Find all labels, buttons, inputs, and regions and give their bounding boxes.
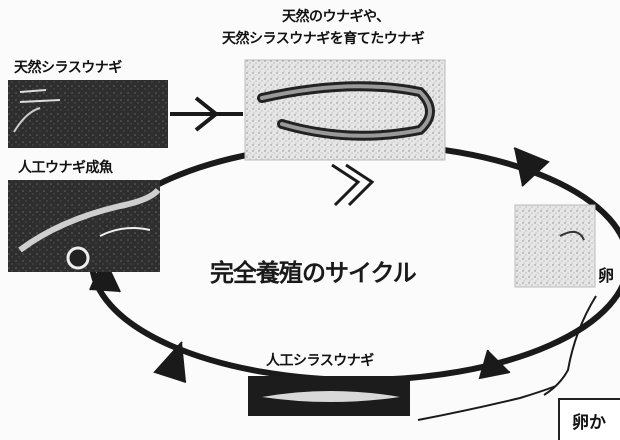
eel-photo [244, 59, 446, 161]
egg-photo [514, 204, 596, 288]
note-box: 卵か [558, 398, 620, 440]
adult-eel-photo [8, 180, 161, 272]
wild-eel-caption-line1: 天然のウナギや、 [282, 9, 390, 25]
chevron-icon [331, 163, 361, 207]
chevron-icon [345, 163, 375, 207]
cycle-title: 完全養殖のサイクル [210, 259, 417, 287]
artificial-glass-eel-label: 人工シラスウナギ [266, 353, 374, 369]
artificial-adult-label: 人工ウナギ成魚 [18, 160, 113, 176]
arrowhead-icon-right [513, 147, 550, 187]
arrowhead-icon-bottom-left [153, 341, 187, 383]
glass-eel-photo [8, 80, 168, 148]
glass-eel-larva-photo [248, 376, 410, 416]
wild-eel-caption-line2: 天然シラスウナギを育てたウナギ [222, 31, 425, 47]
bracket-line [543, 295, 597, 396]
bracket-line [417, 385, 557, 421]
entry-arrowhead-icon [194, 96, 220, 132]
egg-label: 卵 [598, 266, 615, 285]
arrowhead-icon-bottom-right [478, 349, 511, 380]
wild-glass-eel-label: 天然シラスウナギ [14, 60, 122, 76]
